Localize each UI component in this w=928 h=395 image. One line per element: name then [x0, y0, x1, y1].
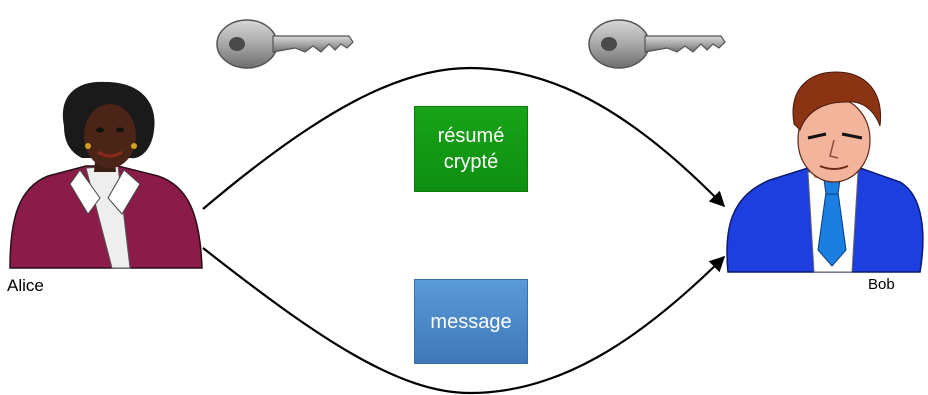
alice-label: Alice	[7, 276, 44, 295]
bob-label: Bob	[868, 276, 895, 293]
encrypted-digest-box: résumé crypté	[414, 106, 528, 192]
message-box: message	[414, 279, 528, 364]
message-label: message	[430, 310, 512, 333]
upper-arrow	[202, 66, 726, 210]
encrypted-digest-line1: résumé	[437, 125, 505, 147]
key-icon	[216, 19, 354, 69]
woman-portrait-icon	[9, 81, 203, 269]
man-portrait-icon	[726, 71, 924, 273]
key-icon	[588, 19, 726, 69]
lower-arrow	[202, 247, 726, 395]
encrypted-digest-line2: crypté	[443, 151, 499, 173]
